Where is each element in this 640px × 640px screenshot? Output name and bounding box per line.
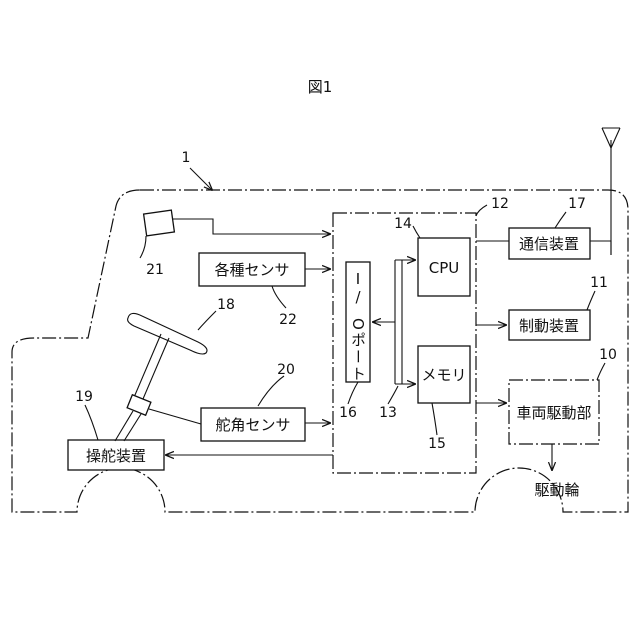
memory-label: メモリ: [421, 366, 466, 384]
steering-sensor-label: 舵角センサ: [215, 416, 290, 434]
sensors-label: 各種センサ: [214, 261, 289, 279]
vehicle-drive-label: 車両駆動部: [516, 404, 591, 422]
ref-vehicle-drive: 10: [599, 347, 617, 363]
brake-label: 制動装置: [519, 317, 579, 335]
ref-steering-wheel: 18: [217, 297, 235, 313]
antenna-icon: [602, 128, 620, 255]
drive-wheels-label: 駆動輪: [534, 481, 579, 499]
ref-steering-sensor: 20: [277, 362, 295, 378]
io-port-label-bottom: Oポート: [349, 318, 367, 383]
ref-io-port: 16: [339, 405, 357, 421]
ref-vehicle: 1: [182, 150, 191, 166]
ref-brake: 11: [590, 275, 608, 291]
ref-cpu: 14: [394, 216, 412, 232]
comm-label: 通信装置: [519, 235, 579, 253]
steering-device-label: 操舵装置: [86, 447, 146, 465]
cpu-label: CPU: [429, 259, 460, 277]
camera-icon: [144, 210, 175, 236]
io-port-label-top: I: [356, 270, 360, 288]
ref-controller: 12: [491, 196, 509, 212]
ref-memory: 15: [428, 436, 446, 452]
figure-title: 図1: [308, 78, 333, 96]
ref-comm: 17: [568, 196, 586, 212]
ref-camera: 21: [146, 262, 164, 278]
ref-steering-device: 19: [75, 389, 93, 405]
ref-bus: 13: [379, 405, 397, 421]
ref-sensors: 22: [279, 312, 297, 328]
